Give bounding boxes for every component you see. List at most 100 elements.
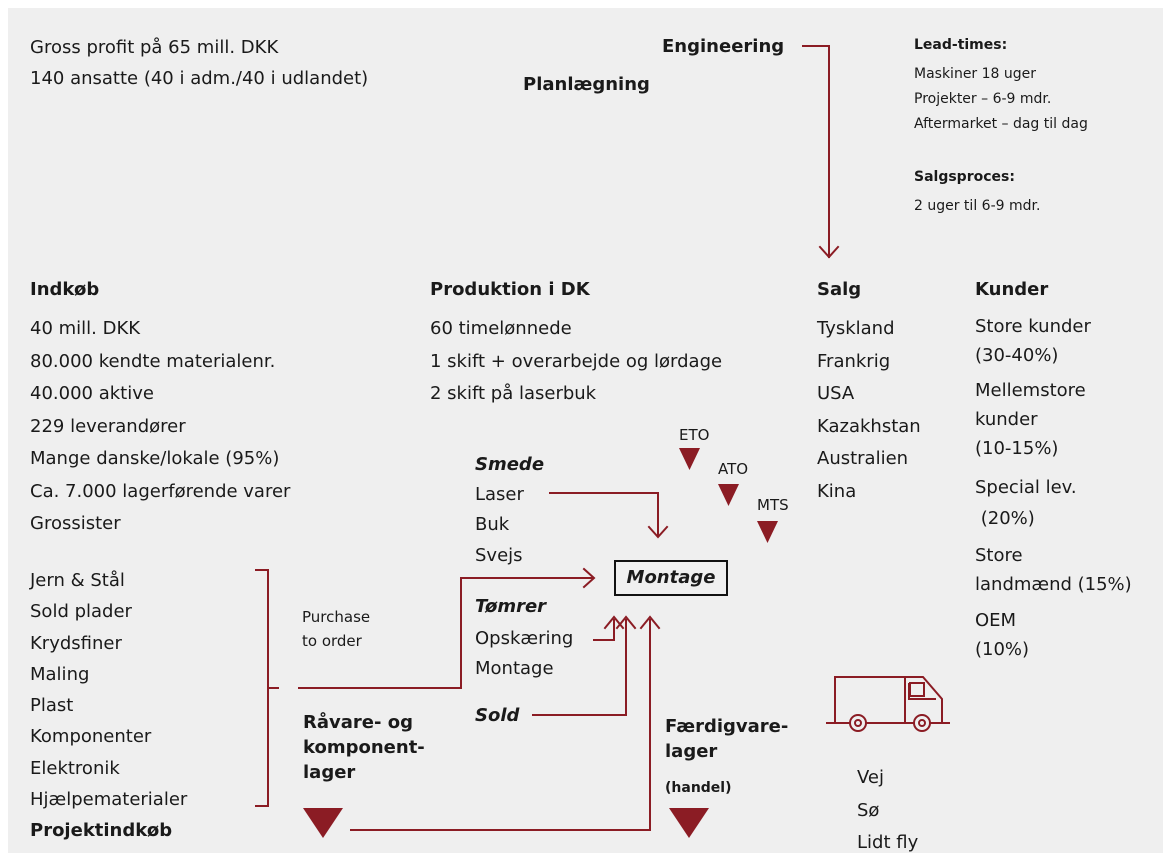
produktion-item: 1 skift + overarbejde og lørdage (430, 350, 723, 372)
material-item: Krydsfiner (30, 632, 122, 654)
kunde-segment-line: (10%) (975, 639, 1030, 660)
transport-item: Lidt fly (857, 832, 919, 853)
mts-label: MTS (757, 496, 789, 514)
handel-label: (handel) (665, 780, 732, 796)
kunde-segment-line: landmænd (15%) (975, 574, 1132, 595)
laser-to-montage-line (549, 492, 659, 536)
indkob-heading: Indkøb (30, 279, 100, 300)
ato-label: ATO (718, 460, 749, 478)
indkob-item: Grossister (30, 513, 121, 534)
smede-item: Laser (475, 484, 524, 505)
faerdigvarelager-line: lager (665, 741, 718, 762)
faerdigvarelager-triangle (669, 808, 709, 838)
salg-list: Tyskland Frankrig USA Kazakhstan Austral… (817, 313, 921, 508)
gross-profit-text: Gross profit på 65 mill. DKK (30, 37, 279, 58)
materials-bracket (255, 569, 279, 807)
projektindkob-label: Projektindkøb (30, 820, 173, 841)
lead-time-item: Maskiner 18 uger (914, 66, 1037, 82)
salgsproces-text: 2 uger til 6-9 mdr. (914, 198, 1041, 214)
kunde-segment-line: Store (975, 545, 1023, 566)
transport-item: Vej (857, 767, 884, 788)
kunde-segment-line: Store kunder (975, 316, 1091, 337)
smede-item: Buk (475, 514, 510, 536)
salg-country: USA (817, 383, 855, 404)
kunde-segment-line: (10-15%) (975, 438, 1059, 459)
material-item: Hjælpematerialer (30, 789, 188, 811)
salg-country: Australien (817, 448, 909, 469)
salg-heading: Salg (817, 279, 862, 300)
eto-label: ETO (679, 426, 710, 444)
kunde-segment-line: OEM (975, 610, 1017, 631)
opskaering-to-montage-line (593, 619, 615, 641)
mts-triangle (757, 521, 778, 543)
smede-list: Laser Buk Svejs (475, 480, 524, 571)
kunde-segment-line: Special lev. (975, 477, 1077, 498)
kunde-segment-line: (20%) (975, 508, 1035, 529)
indkob-item: 80.000 kendte materialenr. (30, 350, 276, 372)
planlaegning-label: Planlægning (523, 74, 650, 95)
smede-heading: Smede (475, 454, 545, 475)
kunde-segment-line: kunder (975, 409, 1038, 430)
engineering-label: Engineering (662, 36, 785, 57)
lead-times-list: Maskiner 18 uger Projekter – 6-9 mdr. Af… (914, 62, 1088, 137)
purchase-to-order-label-line1: Purchase (302, 608, 371, 626)
eto-triangle (679, 448, 700, 470)
lead-time-item: Projekter – 6-9 mdr. (914, 91, 1052, 107)
lager-arrowhead (639, 615, 661, 630)
transport-list: Vej Sø Lidt fly (857, 762, 918, 860)
raavarelager-triangle (303, 808, 343, 838)
montage-box: Montage (614, 560, 728, 596)
produktion-item: 2 skift på laserbuk (430, 383, 597, 404)
truck-icon (826, 676, 950, 732)
indkob-item: 40 mill. DKK (30, 318, 141, 339)
purchase-to-order-line (298, 577, 594, 689)
engineering-to-salg-arrowhead (818, 245, 840, 259)
indkob-item: 40.000 aktive (30, 383, 154, 404)
materials-list: Jern & Stål Sold plader Krydsfiner Malin… (30, 565, 187, 815)
produktion-heading: Produktion i DK (430, 279, 590, 300)
tomrer-heading: Tømrer (475, 596, 547, 617)
indkob-item: 229 leverandører (30, 415, 186, 437)
produktion-item: 60 timelønnede (430, 318, 572, 339)
raavarelager-line: komponent- (303, 737, 425, 758)
kunder-heading: Kunder (975, 279, 1049, 300)
tomrer-item: Montage (475, 658, 554, 680)
salg-country: Kina (817, 480, 857, 502)
tomrer-item: Opskæring (475, 628, 574, 649)
ato-triangle (718, 484, 739, 506)
laser-to-montage-arrowhead (647, 525, 669, 539)
smede-item: Svejs (475, 544, 523, 566)
lager-to-montage-line (350, 619, 651, 831)
lead-times-heading: Lead-times: (914, 37, 1008, 53)
salg-country: Frankrig (817, 350, 891, 372)
purchase-to-order-label-line2: to order (302, 632, 362, 650)
faerdigvarelager-line: Færdigvare- (665, 716, 789, 737)
material-item: Plast (30, 695, 74, 717)
raavarelager-line: lager (303, 762, 356, 783)
raavarelager-label: Råvare- og komponent- lager (303, 710, 425, 785)
produktion-list: 60 timelønnede 1 skift + overarbejde og … (430, 313, 722, 411)
material-item: Elektronik (30, 757, 120, 779)
company-facts: Gross profit på 65 mill. DKK 140 ansatte… (30, 32, 368, 95)
sold-arrowhead (615, 615, 637, 630)
kunde-segment-line: (30-40%) (975, 345, 1059, 366)
material-item: Sold plader (30, 601, 132, 623)
salg-country: Tyskland (817, 318, 895, 339)
material-item: Maling (30, 663, 90, 685)
indkob-item: Ca. 7.000 lagerførende varer (30, 480, 291, 502)
sold-to-montage-line (532, 619, 627, 716)
tomrer-list: Opskæring Montage (475, 624, 573, 685)
material-item: Komponenter (30, 726, 152, 748)
transport-item: Sø (857, 799, 880, 821)
purchase-to-order-arrowhead (582, 567, 596, 589)
diagram-canvas (8, 8, 1163, 853)
indkob-list: 40 mill. DKK 80.000 kendte materialenr. … (30, 313, 290, 541)
engineering-to-salg-line (802, 45, 830, 258)
material-item: Jern & Stål (30, 570, 125, 591)
employees-text: 140 ansatte (40 i adm./40 i udlandet) (30, 68, 369, 90)
sold-label: Sold (475, 705, 520, 726)
montage-label: Montage (626, 567, 716, 588)
salgsproces-heading: Salgsproces: (914, 169, 1015, 185)
faerdigvarelager-label: Færdigvare- lager (665, 714, 788, 764)
